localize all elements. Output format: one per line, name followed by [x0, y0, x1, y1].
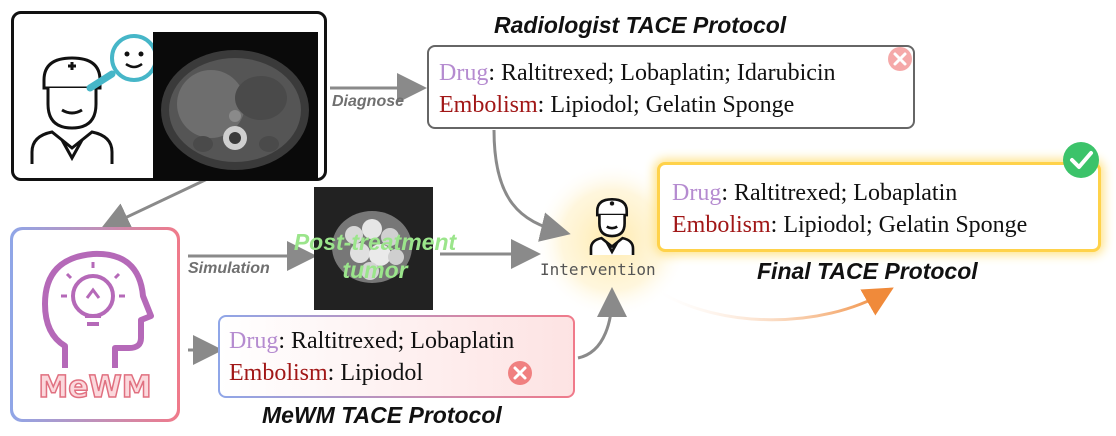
mewm-label: MeWM — [38, 369, 153, 406]
drug-value: : Raltitrexed; Lobaplatin — [721, 180, 958, 206]
final-protocol-title: Final TACE Protocol — [757, 258, 978, 284]
post-treatment-tumor-label: Post-treatment tumor — [270, 228, 480, 284]
drug-key: Drug — [672, 180, 722, 206]
post-treatment-tumor-image — [314, 187, 433, 310]
drug-value: : Raltitrexed; Lobaplatin — [278, 328, 515, 354]
tumor-label-line1: Post-treatment — [293, 229, 457, 255]
radiologist-protocol-box: Drug: Raltitrexed; Lobaplatin; Idarubici… — [427, 45, 915, 129]
embolism-key: Embolism — [439, 92, 538, 118]
drug-key: Drug — [229, 328, 279, 354]
head-lightbulb-icon — [42, 250, 154, 368]
ct-scan-image — [153, 32, 318, 180]
radiologist-drug-line: Drug: Raltitrexed; Lobaplatin; Idarubici… — [439, 57, 836, 89]
drug-key: Drug — [439, 60, 489, 86]
mewm-drug-line: Drug: Raltitrexed; Lobaplatin — [229, 325, 514, 357]
simulation-label: Simulation — [188, 260, 270, 277]
radiologist-to-intervention-arrow — [492, 129, 571, 242]
final-protocol-box: Drug: Raltitrexed; Lobaplatin Embolism: … — [657, 162, 1101, 252]
final-embolism-line: Embolism: Lipiodol; Gelatin Sponge — [672, 209, 1027, 241]
magnifier-icon — [86, 34, 158, 92]
embolism-value: : Lipiodol — [327, 360, 424, 386]
intervention-glow — [534, 162, 690, 318]
mewm-model-box: MeWM — [10, 227, 180, 422]
mewm-protocol-box: Drug: Raltitrexed; Lobaplatin Embolism: … — [218, 315, 575, 398]
x-circle-icon — [888, 47, 912, 71]
embolism-value: : Lipiodol; Gelatin Sponge — [770, 212, 1028, 238]
mewm-protocol-title: MeWM TACE Protocol — [262, 402, 502, 428]
protocol-to-intervention-arrow — [577, 287, 627, 360]
doctor-icon — [30, 56, 114, 164]
diagnose-label: Diagnose — [332, 93, 405, 110]
intervention-to-final-arrow — [659, 287, 894, 322]
drug-value: : Raltitrexed; Lobaplatin; Idarubicin — [488, 60, 836, 86]
embolism-key: Embolism — [672, 212, 771, 238]
intervention-label: Intervention — [540, 260, 656, 279]
intervention-doctor-icon — [589, 197, 635, 255]
radiologist-protocol-title: Radiologist TACE Protocol — [494, 12, 787, 38]
check-circle-icon — [1063, 142, 1099, 178]
radiologist-embolism-line: Embolism: Lipiodol; Gelatin Sponge — [439, 89, 794, 121]
embolism-key: Embolism — [229, 360, 328, 386]
mewm-embolism-line: Embolism: Lipiodol — [229, 357, 423, 389]
diagnostic-panel — [11, 11, 327, 181]
embolism-value: : Lipiodol; Gelatin Sponge — [537, 92, 795, 118]
diagnostic-to-mewm-arrow — [99, 170, 223, 231]
tumor-label-line2: tumor — [342, 257, 408, 283]
final-drug-line: Drug: Raltitrexed; Lobaplatin — [672, 177, 957, 209]
x-circle-icon — [508, 361, 532, 385]
